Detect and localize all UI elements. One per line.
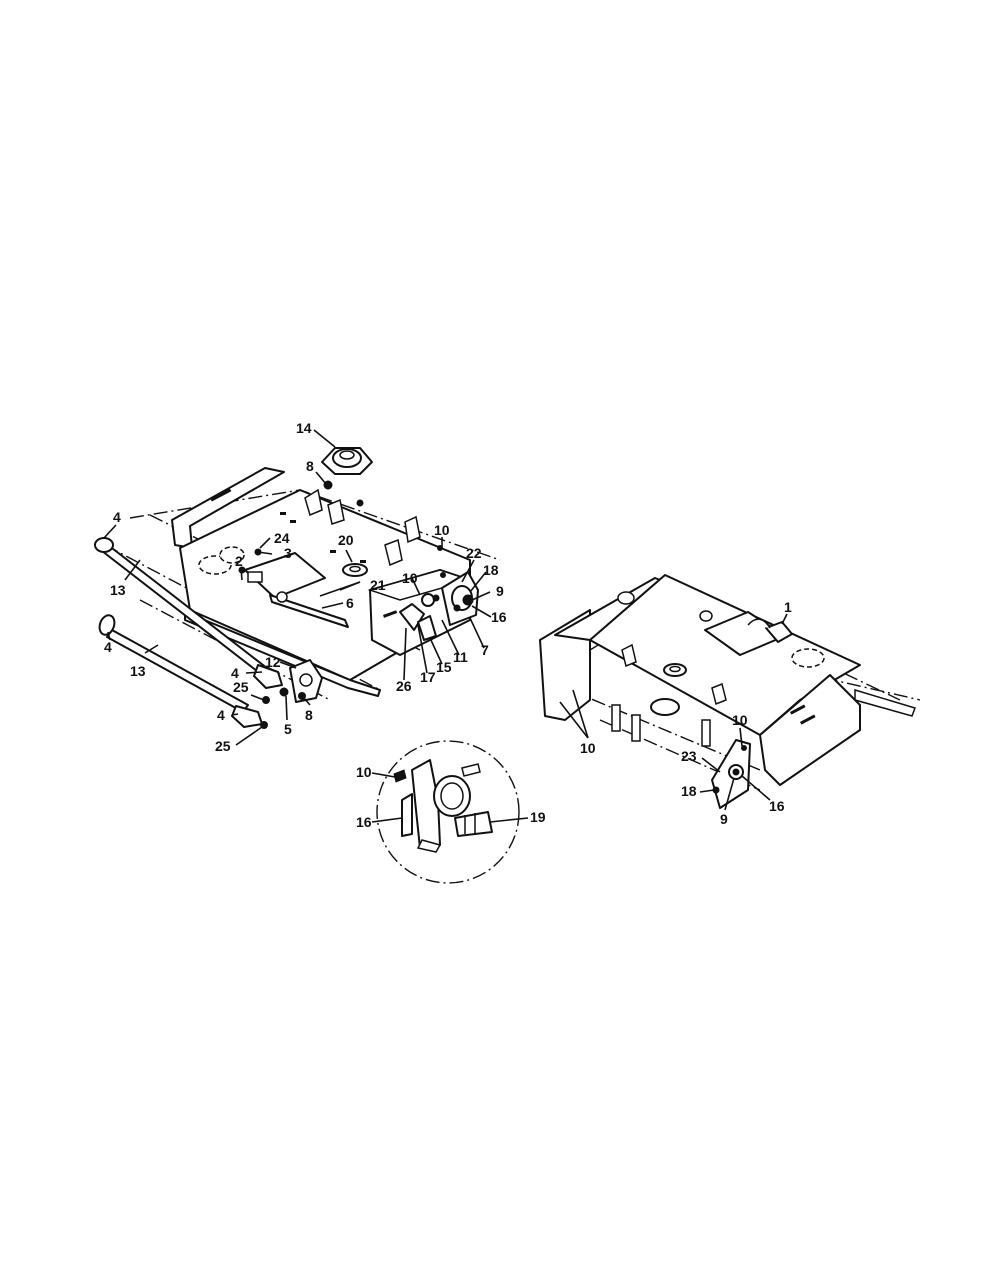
right-frame-assembly	[539, 574, 921, 809]
callout-21: 21	[370, 577, 386, 593]
rear-housing	[759, 674, 861, 786]
callout-9: 9	[496, 583, 504, 599]
callout-22: 22	[466, 545, 482, 561]
detail-inset	[376, 740, 520, 884]
bolt-icon	[356, 499, 364, 507]
callout-15: 15	[436, 659, 452, 675]
isolator-mount	[650, 698, 680, 716]
callout-7: 7	[481, 642, 489, 658]
side-rail	[184, 611, 381, 697]
callout-13: 13	[130, 663, 146, 679]
callout-19: 19	[530, 809, 546, 825]
callout-26: 26	[396, 678, 412, 694]
rod-end-icon	[94, 537, 114, 553]
frame-rail	[854, 688, 916, 717]
callout-13: 13	[110, 582, 126, 598]
lever-arm	[401, 793, 413, 837]
mount-bracket	[404, 515, 421, 544]
mount-bracket	[384, 538, 403, 567]
callout-4: 4	[113, 509, 121, 525]
latch-handle	[765, 621, 793, 643]
nut-icon	[279, 687, 289, 697]
callout-8: 8	[305, 707, 313, 723]
callout-9: 9	[720, 811, 728, 827]
callout-6: 6	[346, 595, 354, 611]
mount-bracket	[327, 498, 345, 525]
callout-20: 20	[338, 532, 354, 548]
front-deflector	[171, 467, 285, 549]
nut-icon	[298, 692, 306, 700]
callout-labels: 14 8 4 10 24 20 22 3 2 18 10 21 9 13 6 1…	[104, 420, 792, 830]
callout-10: 10	[402, 570, 418, 586]
callout-18: 18	[483, 562, 499, 578]
callout-2: 2	[235, 553, 243, 569]
callout-10: 10	[434, 522, 450, 538]
left-frame-assembly	[94, 447, 501, 729]
callout-1: 1	[784, 599, 792, 615]
mount-bracket	[304, 488, 323, 517]
rod-end-icon	[231, 705, 263, 728]
callout-25: 25	[233, 679, 249, 695]
callout-24: 24	[274, 530, 290, 546]
callout-10: 10	[732, 712, 748, 728]
callout-8: 8	[306, 458, 314, 474]
callout-11: 11	[453, 649, 468, 665]
rod-end-icon	[253, 664, 283, 689]
bolt-icon	[440, 572, 446, 578]
pump-plate	[244, 552, 326, 599]
callout-23: 23	[681, 748, 697, 764]
callout-25: 25	[215, 738, 231, 754]
mount-bracket	[711, 682, 727, 706]
callout-12: 12	[265, 654, 281, 670]
callout-14: 14	[296, 420, 312, 436]
callout-17: 17	[420, 669, 436, 685]
callout-10: 10	[580, 740, 596, 756]
callout-4: 4	[231, 665, 239, 681]
callout-4: 4	[104, 639, 112, 655]
callout-5: 5	[284, 721, 292, 737]
callout-16: 16	[491, 609, 507, 625]
callout-4: 4	[217, 707, 225, 723]
nut-icon	[260, 721, 268, 729]
callout-16: 16	[769, 798, 785, 814]
callout-3: 3	[284, 545, 292, 561]
callout-16: 16	[356, 814, 372, 830]
callout-18: 18	[681, 783, 697, 799]
isolator-mount	[321, 447, 373, 475]
leader-lines	[103, 429, 788, 823]
rod-end-icon	[98, 614, 116, 636]
callout-10: 10	[356, 764, 372, 780]
control-rod	[269, 594, 349, 628]
mount-bracket	[621, 643, 637, 668]
pivot-assembly	[399, 571, 479, 641]
